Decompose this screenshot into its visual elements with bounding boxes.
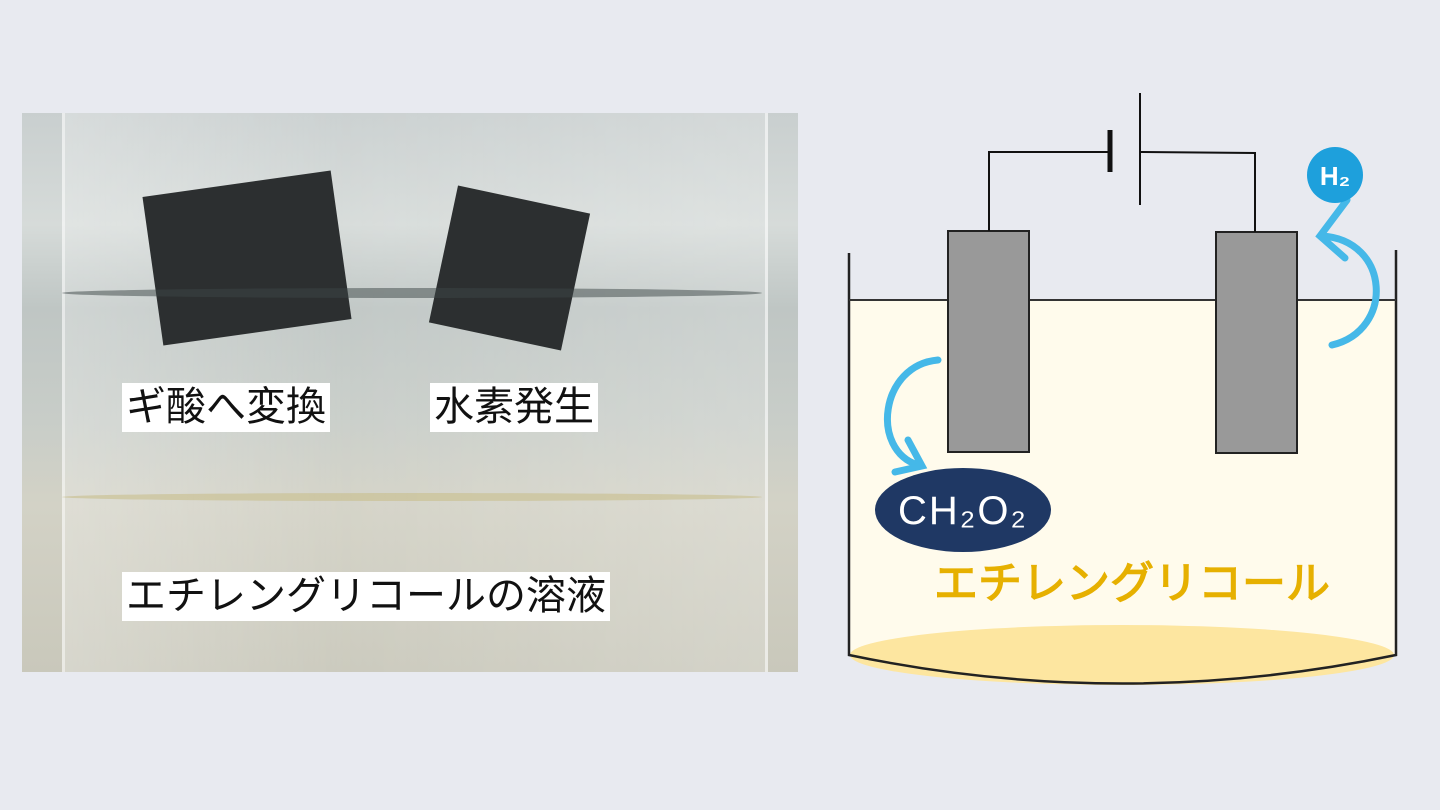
product-label: CH₂O₂: [898, 489, 1028, 533]
water-surface: [62, 288, 762, 298]
wire-right: [1139, 151, 1256, 232]
h2-label: H₂: [1320, 161, 1350, 191]
solution-surface: [62, 493, 762, 501]
liquid-label: エチレングリコール: [934, 558, 1330, 609]
arrow-left-icon: [883, 356, 942, 469]
product-badge: [875, 468, 1051, 552]
experiment-photo: ギ酸へ変換 水素発生 エチレングリコールの溶液: [22, 113, 798, 672]
anode: [947, 230, 1030, 453]
arrow-left-head: [891, 436, 928, 476]
beaker-bottom: [850, 625, 1394, 685]
label-hydrogen: 水素発生: [430, 383, 598, 432]
label-solution: エチレングリコールの溶液: [122, 572, 610, 621]
cathode: [1215, 231, 1298, 454]
beaker-outline: [847, 250, 1398, 685]
label-formic-acid: ギ酸へ変換: [122, 383, 330, 432]
wire-left: [988, 151, 1108, 231]
h2-bubble-icon: [1307, 147, 1363, 203]
arrow-right-head: [1315, 196, 1351, 262]
arrow-right-icon: [1318, 232, 1380, 349]
